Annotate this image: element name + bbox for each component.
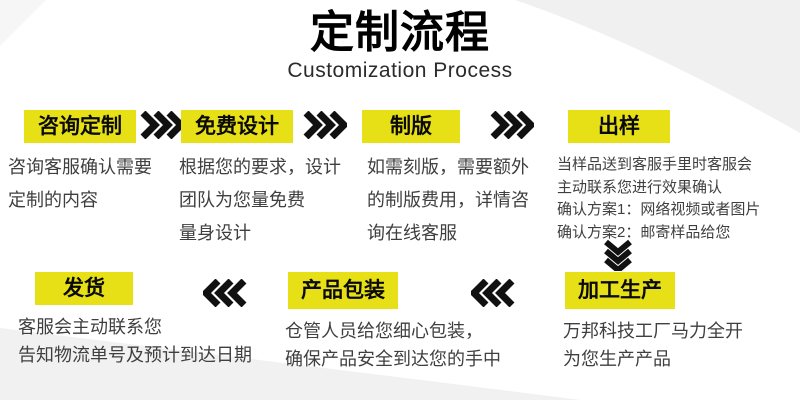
header: 定制流程 Customization Process: [0, 0, 800, 83]
step-free-design-desc: 根据您的要求，设计 团队为您量免费 量身设计: [179, 151, 341, 250]
desc-line: 团队为您量免费: [179, 190, 305, 210]
step-plate-making-desc: 如需刻版，需要额外 的制版费用，详情咨 询在线客服: [367, 151, 529, 250]
step-sampling-label: 出样: [568, 110, 670, 143]
step-packaging: 产品包装 仓管人员给您细心包装， 确保产品安全到达您的手中: [285, 272, 501, 373]
step-consult-label: 咨询定制: [24, 110, 136, 143]
step-production-label: 加工生产: [565, 272, 675, 309]
desc-line: 的制版费用，详情咨: [367, 190, 529, 210]
step-packaging-label: 产品包装: [288, 272, 398, 309]
step-sampling: 出样 当样品送到客服手里时客服会 主动联系您进行效果确认 确认方案1：网络视频或…: [557, 110, 760, 244]
step-plate-making-label: 制版: [362, 110, 460, 143]
desc-line: 客服会主动联系您: [18, 317, 162, 337]
desc-line: 主动联系您进行效果确认: [557, 178, 723, 196]
desc-line: 询在线客服: [367, 223, 457, 243]
step-packaging-desc: 仓管人员给您细心包装， 确保产品安全到达您的手中: [285, 318, 501, 373]
step-production-desc: 万邦科技工厂马力全开 为您生产产品: [563, 318, 743, 373]
step-plate-making: 制版 如需刻版，需要额外 的制版费用，详情咨 询在线客服: [362, 110, 529, 250]
desc-line: 为您生产产品: [563, 348, 671, 369]
desc-line: 仓管人员给您细心包装，: [285, 321, 483, 341]
chevrons-right-icon: [490, 111, 534, 139]
chevrons-down-icon: [604, 239, 632, 271]
desc-line: 根据您的要求，设计: [179, 157, 341, 177]
desc-line: 告知物流单号及预计到达日期: [18, 344, 252, 365]
step-shipping-desc: 客服会主动联系您 告知物流单号及预计到达日期: [18, 314, 252, 369]
page-title: 定制流程: [310, 8, 490, 57]
page-subtitle: Customization Process: [287, 59, 513, 83]
step-sampling-desc: 当样品送到客服手里时客服会 主动联系您进行效果确认 确认方案1：网络视频或者图片…: [557, 154, 760, 244]
chevrons-right-icon: [140, 111, 184, 139]
desc-line: 确认方案2：邮寄样品给您: [557, 223, 731, 241]
desc-line: 咨询客服确认需要: [8, 157, 152, 177]
step-consult: 咨询定制 咨询客服确认需要 定制的内容: [8, 110, 152, 217]
step-free-design: 免费设计 根据您的要求，设计 团队为您量免费 量身设计: [179, 110, 341, 250]
step-consult-desc: 咨询客服确认需要 定制的内容: [8, 151, 152, 217]
desc-line: 确保产品安全到达您的手中: [285, 348, 501, 369]
chevrons-left-icon: [203, 279, 247, 307]
desc-line: 当样品送到客服手里时客服会: [557, 156, 753, 173]
desc-line: 万邦科技工厂马力全开: [563, 321, 743, 341]
desc-line: 如需刻版，需要额外: [367, 157, 529, 177]
chevrons-left-icon: [471, 279, 515, 307]
desc-line: 确认方案1：网络视频或者图片: [557, 201, 761, 218]
step-shipping-label: 发货: [35, 272, 133, 305]
step-production: 加工生产 万邦科技工厂马力全开 为您生产产品: [563, 272, 743, 373]
desc-line: 定制的内容: [8, 190, 98, 210]
desc-line: 量身设计: [179, 223, 251, 243]
chevrons-right-icon: [303, 111, 347, 139]
step-free-design-label: 免费设计: [181, 110, 293, 143]
